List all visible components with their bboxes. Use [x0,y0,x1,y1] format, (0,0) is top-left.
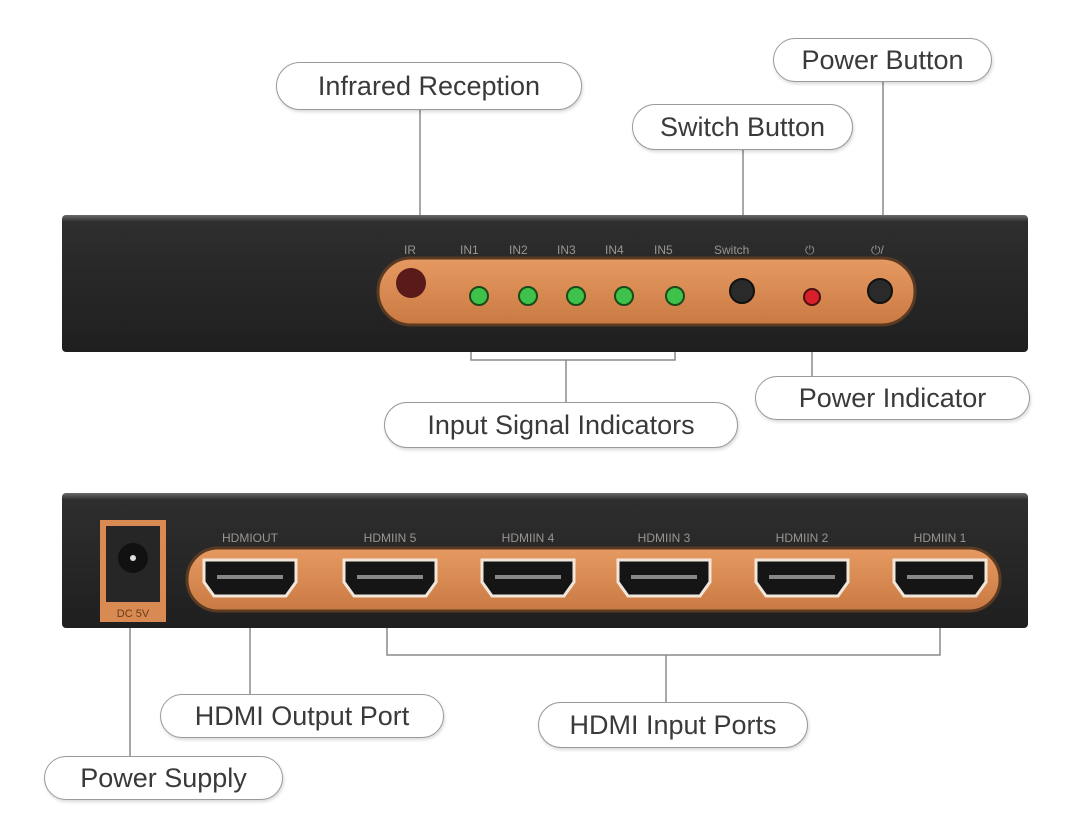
port-label: HDMIIN 5 [364,531,417,545]
led-in5 [665,286,685,306]
power-led [803,288,821,306]
ir-receiver-icon [396,268,426,298]
port-label: HDMIOUT [222,531,279,545]
callout-power-supply: Power Supply [44,756,283,800]
port-label: HDMIIN 2 [776,531,829,545]
led-in1 [469,286,489,306]
hdmi-pins [769,575,835,579]
port-label: HDMIIN 1 [914,531,967,545]
led-in4 [614,286,634,306]
hdmi-ports: HDMIOUT HDMIIN 5 HDMIIN 4 HDMIIN 3 HDMIIN 2 H… [202,531,988,598]
hdmi-pins [495,575,561,579]
input-leds [469,286,685,306]
label-ir: IR [404,243,416,257]
front-orange-panel [376,256,917,327]
port-label: HDMIIN 3 [638,531,691,545]
callout-power-button: Power Button [773,38,992,82]
label-in2: IN2 [509,243,528,257]
led-in2 [518,286,538,306]
power-button[interactable] [867,278,893,304]
led-in3 [566,286,586,306]
power-button-symbol-icon: ⏻/ [871,243,884,257]
port-label: HDMIIN 4 [502,531,555,545]
hdmi-pins [357,575,423,579]
label-in5: IN5 [654,243,673,257]
label-in1: IN1 [460,243,479,257]
callout-hdmi-output-port: HDMI Output Port [160,694,444,738]
callout-input-signal-indicators: Input Signal Indicators [384,402,738,448]
dc-label: DC 5V [117,608,150,620]
callout-switch-button: Switch Button [632,104,853,150]
callout-hdmi-input-ports: HDMI Input Ports [538,702,808,748]
hdmi-pins [217,575,283,579]
callout-infrared-reception: Infrared Reception [276,62,582,110]
label-in3: IN3 [557,243,576,257]
back-orange-panel [185,546,1002,613]
hdmi-pins [631,575,697,579]
label-in4: IN4 [605,243,624,257]
power-indicator-symbol-icon: ⏻ [805,243,815,257]
switch-button[interactable] [729,278,755,304]
callout-power-indicator: Power Indicator [755,376,1030,420]
hdmi-pins [907,575,973,579]
label-switch: Switch [714,243,749,257]
